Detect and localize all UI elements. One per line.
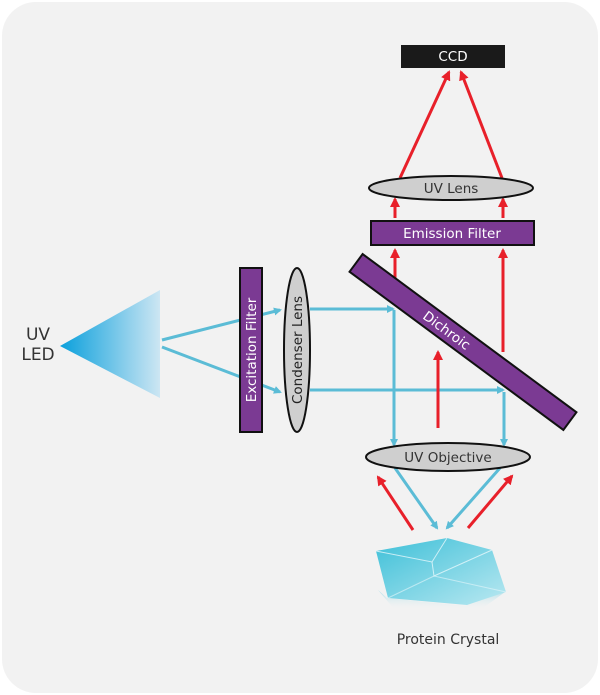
excitation-filter: Excitation Filter [239,267,263,433]
condenser-lens-label: Condenser Lens [290,296,306,404]
uv-objective-label: UV Objective [404,450,491,466]
ccd-sensor: CCD [401,45,505,68]
led-cone-icon [60,290,160,398]
condenser-lens: Condenser Lens [283,267,311,433]
ray-to-ccd-right [459,70,504,179]
emission-filter-label: Emission Filter [403,226,501,242]
ccd-label: CCD [438,49,467,65]
crystal-reflection [378,590,505,610]
emission-rays [376,70,514,531]
uv-objective: UV Objective [365,442,531,472]
uv-led: UV LED [21,290,160,398]
ray-to-crystal-left [393,467,439,530]
led-label-line2: LED [21,345,54,365]
ray-to-ccd-left [398,70,451,179]
led-label-line1: UV [26,325,50,345]
ray-crystal-right [466,474,514,529]
crystal-label: Protein Crystal [397,632,500,648]
ray-crystal-left [376,475,415,531]
ray-to-crystal-right [445,467,502,530]
excitation-filter-label: Excitation Filter [244,297,260,402]
excitation-rays [161,305,508,530]
protein-crystal: Protein Crystal [375,537,507,648]
dichroic-mirror: Dichroic [348,252,578,432]
uv-lens-label: UV Lens [424,181,479,197]
emission-filter: Emission Filter [370,220,535,246]
uv-lens: UV Lens [368,175,534,201]
